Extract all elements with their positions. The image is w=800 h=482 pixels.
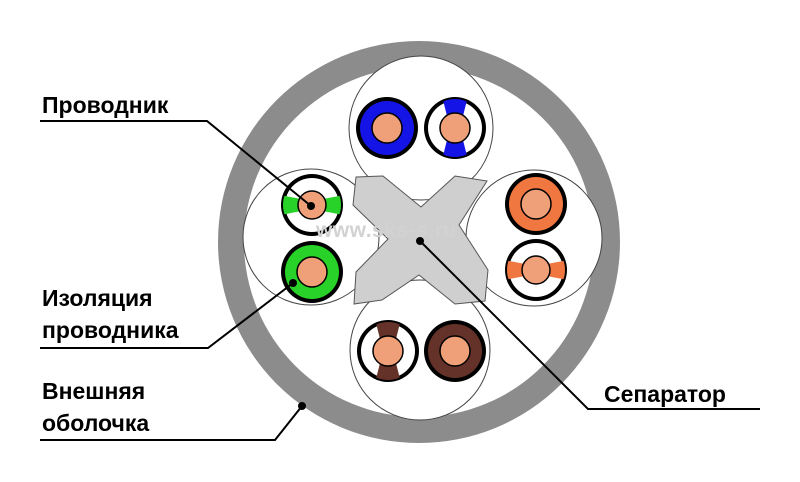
label-jacket-line1: Внешняя <box>42 378 146 404</box>
leader-conductor <box>40 120 315 210</box>
label-separator: Сепаратор <box>604 381 726 407</box>
leader-insulation <box>40 279 297 349</box>
wire-blue-striped <box>424 97 486 159</box>
wire-blue-solid <box>356 97 418 159</box>
pair-enclosure-left <box>242 168 380 306</box>
label-insulation-line1: Изоляция <box>42 285 153 311</box>
wire-brown-solid <box>424 320 486 382</box>
wire-orange-striped <box>505 239 567 301</box>
pair-enclosure-bottom <box>349 279 491 421</box>
wire-orange-solid <box>505 173 567 235</box>
leader-separator <box>416 237 760 410</box>
label-conductor: Проводник <box>42 92 169 118</box>
wire-green-solid <box>281 241 343 303</box>
watermark: www.sks-s.ru <box>316 219 457 242</box>
pair-enclosure-top <box>348 55 494 201</box>
leader-jacket <box>40 402 306 441</box>
wire-brown-striped <box>357 320 419 382</box>
label-jacket-line2: оболочка <box>42 410 150 436</box>
label-insulation-line2: проводника <box>42 317 179 343</box>
